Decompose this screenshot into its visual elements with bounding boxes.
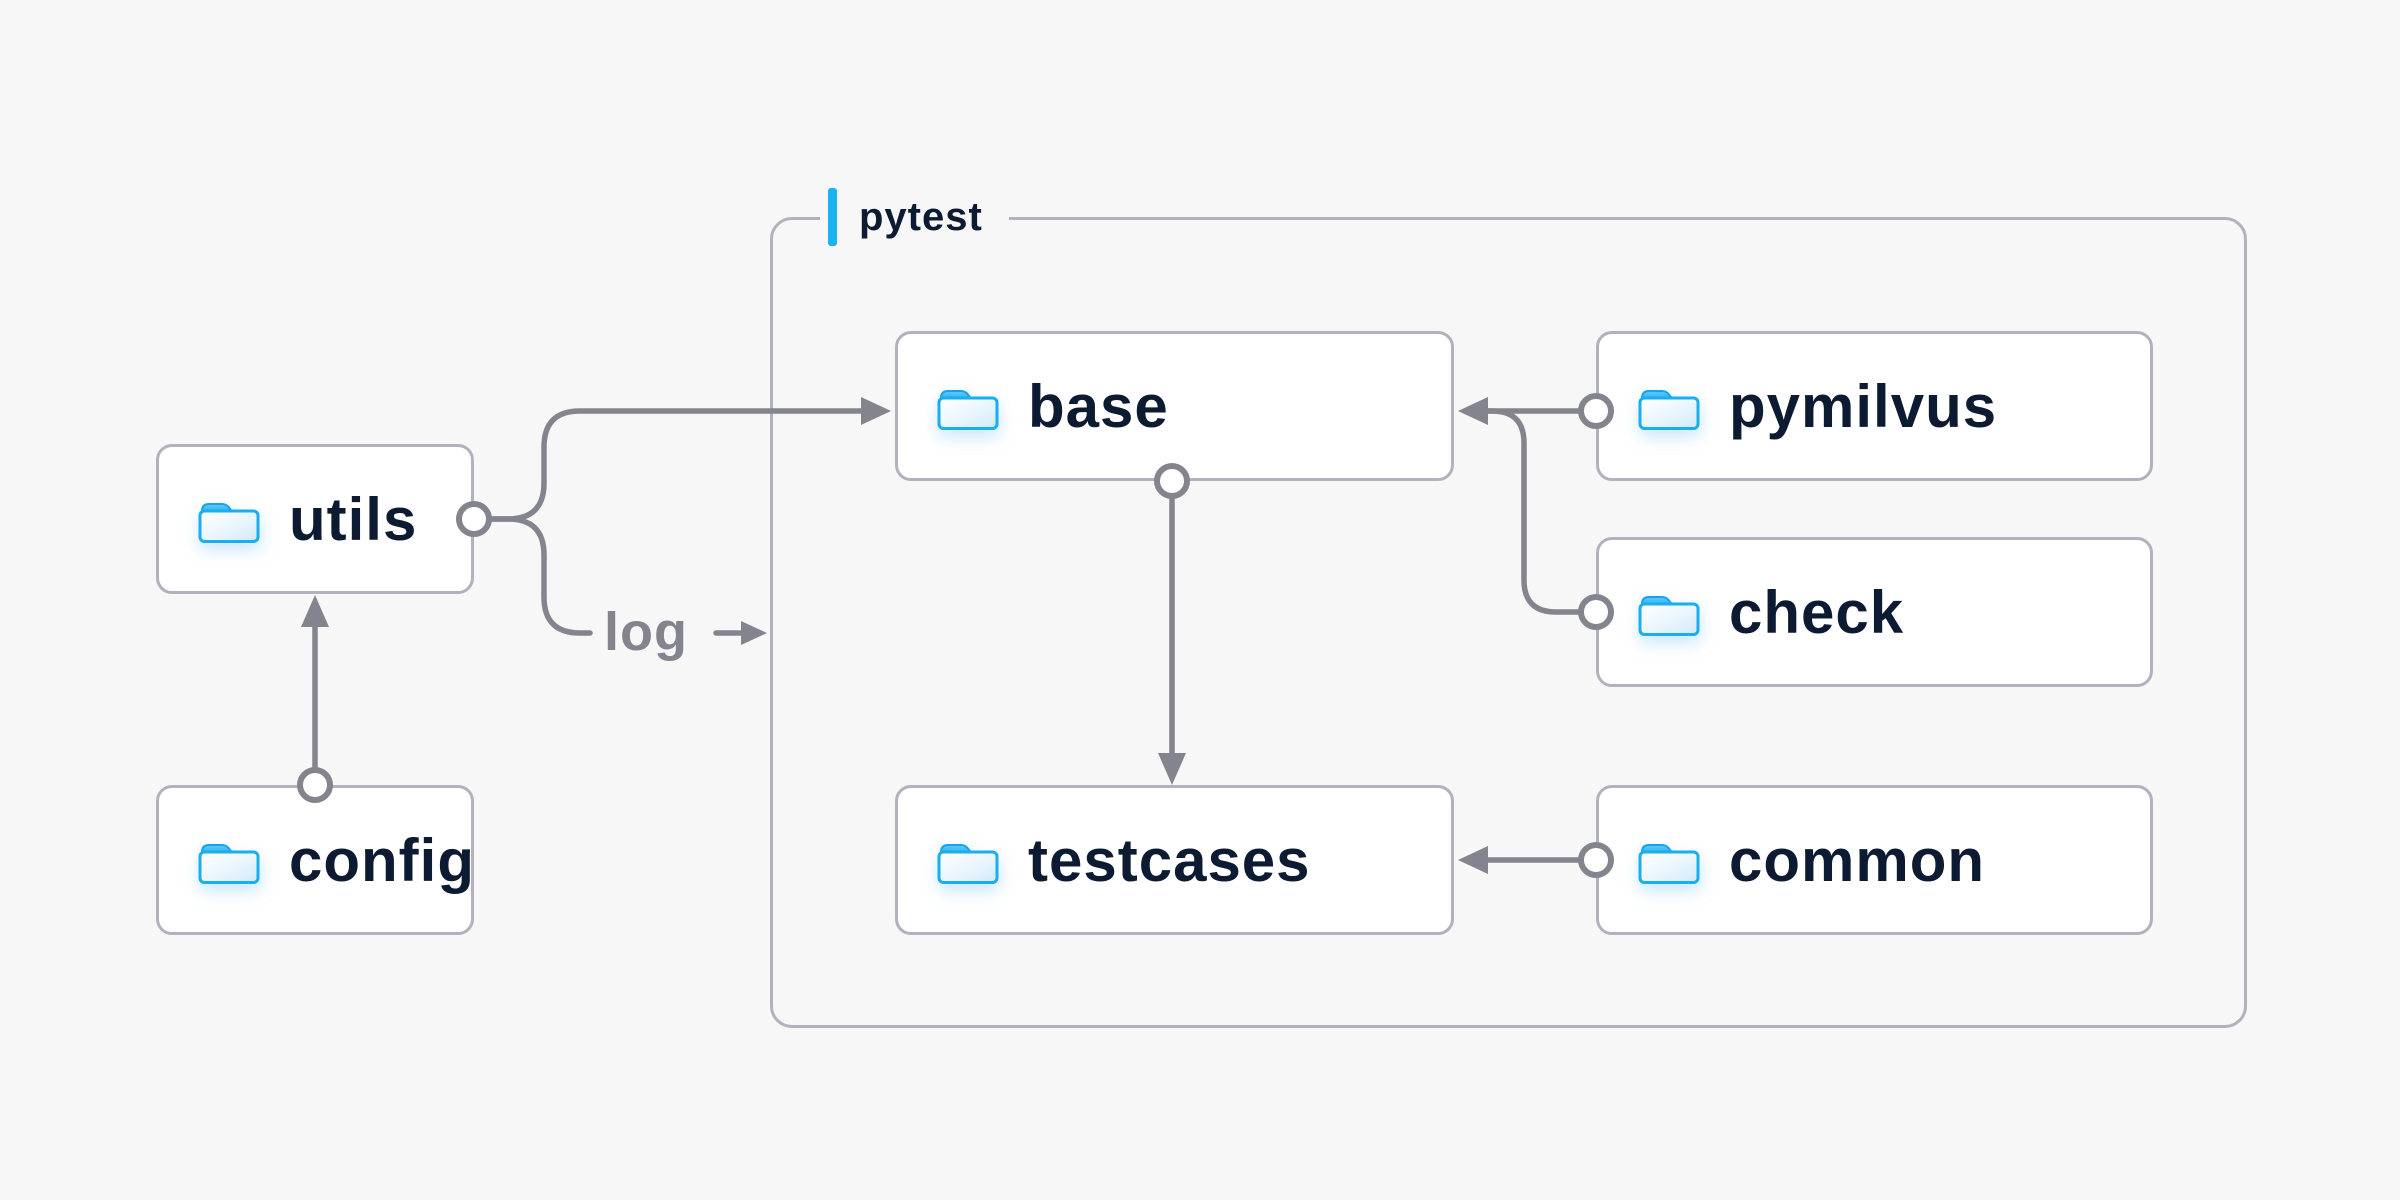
folder-icon [937, 844, 999, 884]
folder-icon [198, 503, 260, 543]
arrowhead-up-icon [301, 595, 329, 627]
arrowhead-right-icon [741, 621, 767, 645]
node-label: pymilvus [1729, 372, 1998, 440]
pytest-group-container [770, 217, 2247, 1028]
accent-bar [828, 188, 837, 246]
folder-icon [198, 844, 260, 884]
folder-icon [1638, 844, 1700, 884]
node-common: common [1596, 785, 2153, 935]
node-label: utils [289, 485, 418, 553]
node-pymilvus: pymilvus [1596, 331, 2153, 481]
node-utils: utils [156, 444, 474, 594]
node-base: base [895, 331, 1454, 481]
edge-label-log: log [604, 602, 688, 662]
edge-utils-log [486, 516, 593, 636]
node-check: check [1596, 537, 2153, 687]
node-label: common [1729, 826, 1986, 894]
pytest-group-label: pytest [820, 186, 1009, 248]
node-label: config [289, 826, 475, 894]
node-testcases: testcases [895, 785, 1454, 935]
node-label: base [1028, 372, 1169, 440]
group-title: pytest [859, 194, 983, 239]
folder-icon [1638, 596, 1700, 636]
node-label: check [1729, 578, 1905, 646]
node-config: config [156, 785, 474, 935]
folder-icon [1638, 390, 1700, 430]
node-label: testcases [1028, 826, 1311, 894]
folder-icon [937, 390, 999, 430]
